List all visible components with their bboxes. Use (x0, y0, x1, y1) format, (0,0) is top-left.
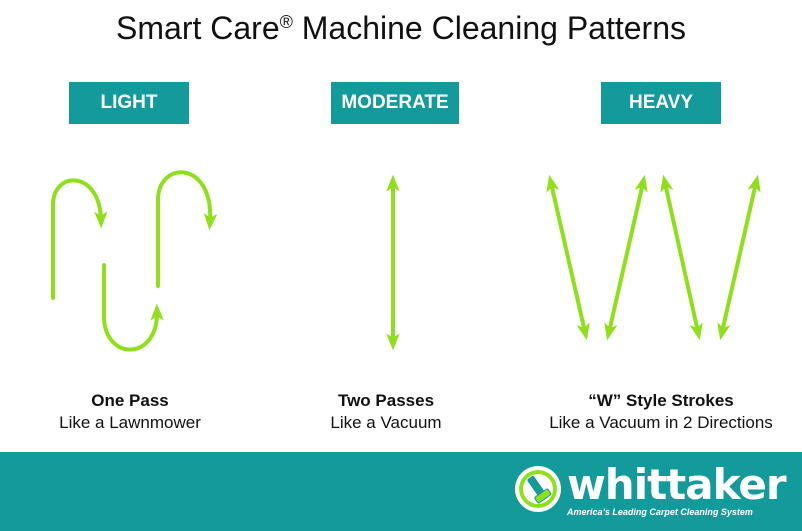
heavy-caption-sub: Like a Vacuum in 2 Directions (549, 413, 773, 432)
light-caption-sub: Like a Lawnmower (59, 413, 201, 432)
footer-bar (0, 452, 802, 531)
title-main: Smart Care (116, 10, 280, 46)
light-stroke-1 (51, 178, 108, 300)
heavy-caption: “W” Style Strokes Like a Vacuum in 2 Dir… (520, 390, 802, 434)
title-rest: Machine Cleaning Patterns (292, 10, 686, 46)
light-stroke-2 (102, 263, 164, 352)
moderate-caption-title: Two Passes (337, 391, 435, 410)
light-caption-title: One Pass (91, 391, 169, 410)
light-badge: LIGHT (69, 82, 189, 124)
registered-mark: ® (279, 12, 293, 32)
brand-tagline: America’s Leading Carpet Cleaning System (567, 507, 753, 517)
light-stroke-3 (156, 170, 218, 288)
heavy-badge: HEAVY (601, 82, 721, 124)
whittaker-logo: whittaker America’s Leading Carpet Clean… (512, 461, 802, 527)
moderate-badge: MODERATE (331, 82, 459, 124)
moderate-caption: Two Passes Like a Vacuum (286, 390, 486, 434)
heavy-pattern (546, 174, 761, 341)
brand-emblem-icon (515, 466, 561, 512)
brand-name: whittaker (567, 460, 787, 509)
moderate-caption-sub: Like a Vacuum (330, 413, 442, 432)
light-pattern (51, 170, 218, 352)
heavy-stroke-1 (546, 174, 590, 341)
heavy-stroke-2 (604, 174, 648, 341)
heavy-caption-title: “W” Style Strokes (588, 391, 734, 410)
cleaning-pattern-diagrams (51, 170, 761, 352)
heavy-stroke-3 (660, 174, 703, 341)
heavy-stroke-4 (717, 174, 761, 341)
light-caption: One Pass Like a Lawnmower (30, 390, 230, 434)
page-title: Smart Care® Machine Cleaning Patterns (0, 10, 802, 47)
